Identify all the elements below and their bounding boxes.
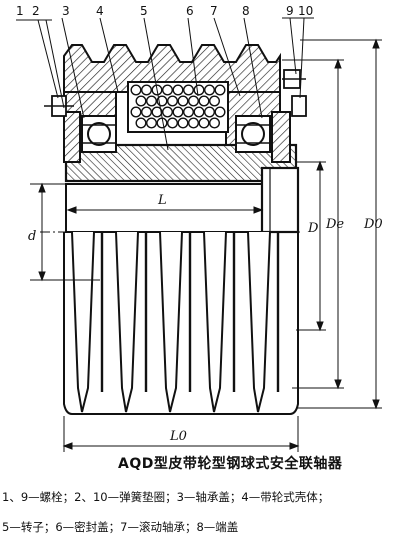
legend-line-2: 5—转子；6—密封盖；7—滚动轴承；8—端盖 (2, 520, 239, 534)
steel-ball (187, 117, 199, 129)
steel-ball (203, 84, 215, 96)
steel-ball (187, 95, 199, 107)
pulley-groove (115, 231, 139, 413)
part-number-5: 5 (140, 4, 148, 18)
steel-ball (208, 117, 220, 129)
steel-ball-pocket (127, 81, 229, 133)
steel-ball (214, 106, 226, 118)
part-number-10: 10 (298, 4, 313, 18)
steel-ball (182, 84, 194, 96)
steel-ball (214, 84, 226, 96)
steel-ball (145, 117, 157, 129)
dim-label-De: De (325, 217, 344, 232)
right-bearing (235, 115, 271, 153)
dim-label-L0: L0 (169, 429, 187, 444)
part-leaders (16, 17, 314, 151)
part-number-6: 6 (186, 4, 194, 18)
pulley-grooves-view (63, 231, 299, 415)
steel-ball (166, 95, 178, 107)
steel-ball (198, 95, 210, 107)
steel-ball (140, 106, 152, 118)
dimension-labels: L d D De D0 L0 (28, 193, 383, 444)
part-number-1: 1 (16, 4, 24, 18)
pulley-groove (247, 231, 271, 413)
caption-title: AQD型皮带轮型钢球式安全联轴器 (118, 456, 343, 472)
pulley-groove (203, 231, 227, 413)
steel-ball (172, 106, 184, 118)
steel-ball (203, 106, 215, 118)
steel-ball (145, 95, 157, 107)
steel-ball (135, 117, 147, 129)
dim-label-D0: D0 (363, 217, 383, 232)
steel-ball (198, 117, 210, 129)
part-number-9: 9 (286, 4, 294, 18)
steel-ball (130, 106, 142, 118)
steel-ball (161, 106, 173, 118)
pulley-groove (71, 231, 95, 413)
steel-ball (135, 95, 147, 107)
dim-label-D: D (307, 221, 319, 236)
steel-ball (177, 117, 189, 129)
part-number-2: 2 (32, 4, 40, 18)
steel-ball (140, 84, 152, 96)
dim-label-L: L (157, 193, 167, 208)
left-bearing-cover (44, 95, 81, 163)
steel-ball (161, 84, 173, 96)
dim-label-d: d (28, 229, 36, 244)
pulley-groove (159, 231, 183, 413)
steel-ball (208, 95, 220, 107)
steel-ball (193, 106, 205, 118)
steel-ball (166, 117, 178, 129)
part-number-labels: 1 2 3 4 5 6 7 8 9 10 (16, 4, 313, 18)
part-number-3: 3 (62, 4, 70, 18)
coupling-drawing: 1 2 3 4 5 6 7 8 9 10 (16, 4, 383, 452)
legend-line-1: 1、9—螺栓；2、10—弹簧垫圈；3—轴承盖；4—带轮式壳体； (2, 490, 330, 504)
steel-ball (182, 106, 194, 118)
steel-ball (151, 106, 163, 118)
steel-ball (193, 84, 205, 96)
part-number-8: 8 (242, 4, 250, 18)
part-number-4: 4 (96, 4, 104, 18)
left-bearing (81, 115, 117, 153)
part-number-7: 7 (210, 4, 218, 18)
dimension-lines (30, 38, 382, 452)
steel-ball (177, 95, 189, 107)
steel-ball (172, 84, 184, 96)
right-end-cover (271, 69, 307, 163)
steel-ball (130, 84, 142, 96)
